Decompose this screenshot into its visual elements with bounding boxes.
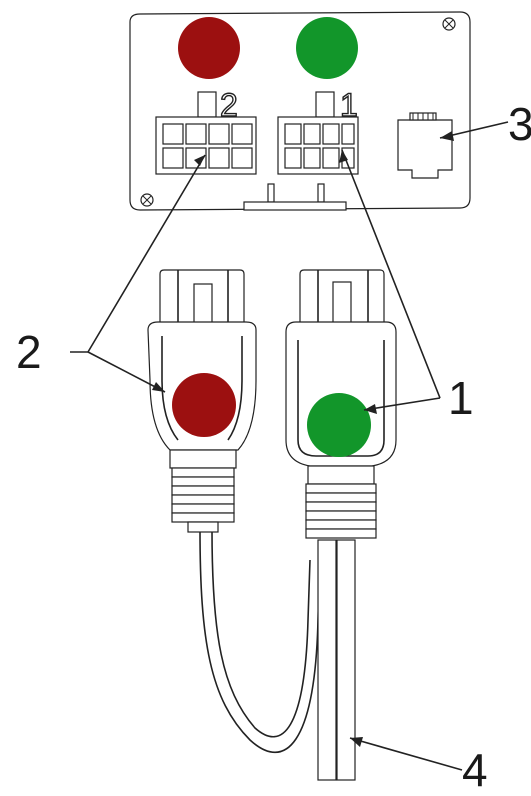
port-2-label: 2 [220, 87, 238, 123]
cable-4 [199, 529, 356, 781]
control-box: 2 1 [129, 11, 471, 211]
callout-4-label: 4 [462, 744, 488, 796]
screw-icon-bottom-left [140, 193, 154, 207]
callout-3-label: 3 [508, 98, 531, 150]
green-plug [285, 269, 397, 539]
port-1-label: 1 [340, 87, 358, 123]
screw-icon-top-right [442, 17, 456, 31]
callout-2-label: 2 [16, 326, 42, 378]
red-plug [147, 269, 257, 533]
port-2: 2 [155, 86, 257, 175]
green-plug-dot [307, 393, 371, 457]
leader-lines [70, 121, 509, 771]
callout-1-label: 1 [448, 372, 474, 424]
port-3-rj-socket [397, 112, 453, 179]
red-plug-dot [172, 373, 236, 437]
box-bottom-rail [243, 183, 347, 211]
red-indicator-dot [178, 17, 240, 79]
green-indicator-dot [296, 17, 358, 79]
port-1: 1 [277, 86, 359, 175]
